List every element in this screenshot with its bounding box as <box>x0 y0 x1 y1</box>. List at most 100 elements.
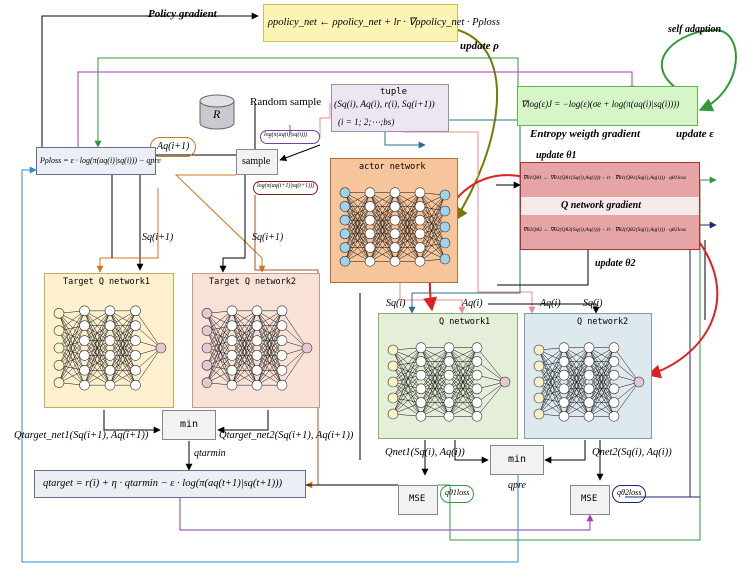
actor-network-node <box>439 189 451 201</box>
qnet2-state-label: Sq(i) <box>583 298 603 309</box>
target-q-network1-node <box>79 350 90 361</box>
target-q-network2-edge <box>231 310 258 371</box>
target-q-network2-edge <box>206 313 233 341</box>
qnet2-action-label: Aq(i) <box>540 298 561 309</box>
target-q-network1-node <box>79 379 90 391</box>
q-network2-edge <box>613 381 640 403</box>
q-network2-node <box>583 369 595 381</box>
q-network2-node <box>533 392 545 404</box>
target-q-network1-node <box>130 364 141 376</box>
actor-network-box: actor network <box>330 158 458 283</box>
update-eps-label: update ε <box>676 128 714 140</box>
actor-network-edge <box>394 206 421 262</box>
target-q-network2-node <box>201 360 213 371</box>
q-pre-label: qpre <box>508 480 526 491</box>
actor-network-edge <box>394 220 421 262</box>
q-network1-node <box>499 376 511 388</box>
target-q-network2-node <box>251 305 263 317</box>
q-target-net1-label: Qtarget_net1(Sq(i+1), Aq(i+1)) <box>14 430 149 441</box>
target-q-network2-edge <box>206 365 233 386</box>
target-q-network1-edge <box>58 325 85 383</box>
qnet1-state-label: Sq(i) <box>386 298 406 309</box>
actor-network-edge <box>419 210 446 235</box>
q-network1-node <box>443 410 455 422</box>
target-q-network1-edge <box>58 347 85 386</box>
tuple-content: (Sq(i), Aq(i), r(i), Sq(i+1)) <box>334 100 435 110</box>
target-q-network2-edge <box>231 310 258 341</box>
q-network1-edge <box>392 349 422 403</box>
q-min-box: min <box>490 445 544 475</box>
q-network1-node <box>471 410 483 422</box>
replay-symbol: R <box>213 107 221 121</box>
q-network2-node <box>558 410 570 422</box>
q-network1-node <box>471 383 483 395</box>
target-q-network2-graph <box>201 305 313 391</box>
target-q-network2-node <box>276 350 288 361</box>
target-q-network1-edge <box>84 310 111 371</box>
update-rho-label: update ρ <box>460 40 499 52</box>
q-network1-edge <box>392 349 422 376</box>
tuple-box: tuple (Sq(i), Aq(i), r(i), Sq(i+1)) (i =… <box>331 84 449 132</box>
actor-network-edge <box>344 192 371 221</box>
q-network1-node <box>415 342 427 354</box>
q-tar-min-label: qtarmin <box>194 448 226 459</box>
target-q-network1-node <box>53 325 65 336</box>
actor-network-node <box>364 201 376 212</box>
actor-network-node <box>364 255 376 267</box>
actor-network-node <box>439 221 451 233</box>
actor-network-node <box>389 201 401 212</box>
q-network2-node <box>558 356 570 367</box>
actor-network-node <box>439 237 451 249</box>
policy-update-formula: ρpolicy_net ← ρpolicy_net + lr · ∇ρpolic… <box>268 17 500 28</box>
log-top-oval: log(π(aq(i)|sq(i))) <box>260 130 320 144</box>
database-icon <box>199 94 235 130</box>
target-q-network1-node <box>53 377 65 388</box>
target-q-network1-node <box>53 308 65 319</box>
target-q-network1-node <box>130 379 141 391</box>
actor-network-edge <box>419 210 446 262</box>
q-network1-edge <box>420 375 450 417</box>
q-network2-node <box>608 397 620 408</box>
target-q-network2-node <box>201 308 213 319</box>
actor-network-node <box>364 214 376 226</box>
q-network2-node <box>583 356 595 367</box>
target-q-network2-title: Target Q network2 <box>209 277 296 287</box>
actor-network-node <box>439 253 451 265</box>
self-adaption-label: self adaption <box>668 24 722 35</box>
actor-network-node <box>339 242 351 253</box>
entropy-gradient-box: ∇log(ε)J = −log(ε)(σe + log(π(aq(i)|sq(i… <box>517 86 698 126</box>
q-network1-node <box>387 376 399 388</box>
q-network1-node <box>443 369 455 381</box>
q-network2-edge <box>538 374 565 399</box>
q-network2-edge <box>538 349 565 403</box>
q-network2-node <box>583 397 595 408</box>
target-q-network2-edge <box>231 355 258 386</box>
q-network2-node <box>533 344 545 356</box>
q-network2-edge <box>613 361 640 383</box>
q-network2-node <box>558 383 570 395</box>
target-q-network1-node <box>104 364 116 376</box>
q-network2-edge <box>538 365 565 390</box>
target-q-network1-node <box>130 335 141 346</box>
actor-network-edge <box>419 206 446 244</box>
actor-network-node <box>389 228 401 240</box>
q-network2-edge <box>538 381 565 403</box>
target-q-network1-edge <box>58 313 85 341</box>
tuple-index: (i = 1; 2;⋯;bs) <box>338 117 395 127</box>
q-network1-edge <box>448 361 478 417</box>
actor-network-node <box>414 228 426 240</box>
policy-loss-box: Pρloss = ε · log(π(aq(i)|sq(i))) − qpre <box>36 147 161 175</box>
target-q-network1-edge <box>58 325 85 366</box>
q-network2-edge <box>538 349 565 389</box>
q-network1-node <box>443 356 455 367</box>
actor-network-node <box>339 228 351 240</box>
target-q-network2-node <box>301 342 313 354</box>
target-q-network1-edge <box>135 310 162 349</box>
entropy-to-loss-arrow <box>94 57 519 148</box>
target-q-network2-edge <box>256 310 283 356</box>
target-q-network1-edge <box>58 310 85 331</box>
target-q-network2-node <box>251 350 263 361</box>
q-network1-graph <box>387 342 511 422</box>
actor-network-edge <box>419 206 446 260</box>
q-network2-edge <box>538 365 565 403</box>
